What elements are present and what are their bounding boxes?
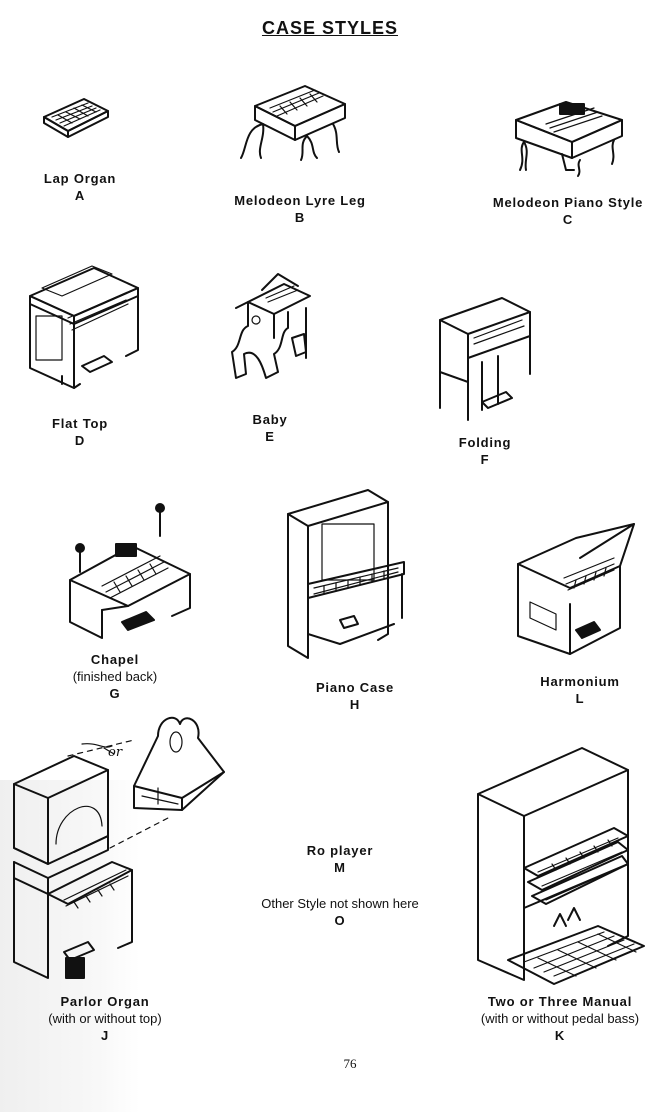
caption-letter: D bbox=[74, 433, 86, 448]
caption-letter: L bbox=[575, 691, 585, 706]
two-or-three-manual-illustration bbox=[468, 740, 652, 986]
chapel-organ-illustration bbox=[62, 502, 198, 642]
flat-top-illustration bbox=[22, 258, 142, 390]
caption-parlor-organ: Parlor Organ (with or without top) J bbox=[30, 993, 180, 1044]
caption-harmonium: Harmonium L bbox=[520, 673, 640, 707]
caption-two-or-three-manual: Two or Three Manual (with or without ped… bbox=[460, 993, 660, 1044]
melodeon-lyre-leg-illustration bbox=[235, 78, 355, 163]
caption-other-style: Other Style not shown here O bbox=[240, 895, 440, 929]
caption-name: Baby bbox=[252, 412, 288, 427]
scan-shadow bbox=[0, 780, 140, 1112]
caption-letter: F bbox=[480, 452, 490, 467]
caption-melodeon-piano-style: Melodeon Piano Style C bbox=[470, 194, 660, 228]
piano-case-illustration bbox=[284, 484, 412, 664]
caption-ro-player: Ro player M bbox=[270, 842, 410, 876]
caption-name: Other Style not shown here bbox=[261, 896, 419, 911]
caption-name: Melodeon Piano Style bbox=[492, 195, 644, 210]
caption-name: Harmonium bbox=[540, 674, 620, 689]
caption-lap-organ: Lap Organ A bbox=[30, 170, 130, 204]
melodeon-piano-style-illustration bbox=[510, 98, 626, 178]
handwritten-or-note: or bbox=[108, 745, 123, 760]
caption-name: Parlor Organ bbox=[60, 994, 150, 1009]
baby-organ-illustration bbox=[222, 268, 322, 383]
parlor-organ-illustration bbox=[8, 712, 234, 990]
caption-letter: B bbox=[294, 210, 306, 225]
caption-letter: A bbox=[74, 188, 86, 203]
caption-letter: J bbox=[100, 1028, 110, 1043]
caption-name: Ro player bbox=[306, 843, 374, 858]
caption-baby: Baby E bbox=[220, 411, 320, 445]
harmonium-illustration bbox=[510, 518, 640, 658]
lap-organ-illustration bbox=[40, 95, 112, 140]
page-title: CASE STYLES bbox=[261, 18, 399, 38]
caption-letter: C bbox=[562, 212, 574, 227]
caption-letter: G bbox=[109, 686, 121, 701]
caption-name: Chapel bbox=[90, 652, 140, 667]
caption-note: (finished back) bbox=[72, 669, 158, 684]
caption-name: Flat Top bbox=[52, 416, 108, 431]
page-number: 76 bbox=[343, 1056, 357, 1071]
caption-name: Two or Three Manual bbox=[487, 994, 633, 1009]
caption-name: Lap Organ bbox=[43, 171, 117, 186]
caption-letter: K bbox=[554, 1028, 566, 1043]
caption-flat-top: Flat Top D bbox=[25, 415, 135, 449]
caption-piano-case: Piano Case H bbox=[295, 679, 415, 713]
folding-organ-illustration bbox=[432, 292, 534, 422]
caption-note: (with or without top) bbox=[48, 1011, 162, 1026]
caption-letter: M bbox=[334, 860, 346, 875]
caption-chapel: Chapel (finished back) G bbox=[40, 651, 190, 702]
caption-letter: O bbox=[334, 913, 346, 928]
caption-letter: H bbox=[349, 697, 361, 712]
caption-name: Melodeon Lyre Leg bbox=[234, 193, 366, 208]
caption-folding: Folding F bbox=[440, 434, 530, 468]
caption-name: Piano Case bbox=[315, 680, 395, 695]
caption-melodeon-lyre-leg: Melodeon Lyre Leg B bbox=[210, 192, 390, 226]
caption-note: (with or without pedal bass) bbox=[480, 1011, 640, 1026]
caption-letter: E bbox=[265, 429, 275, 444]
caption-name: Folding bbox=[458, 435, 512, 450]
